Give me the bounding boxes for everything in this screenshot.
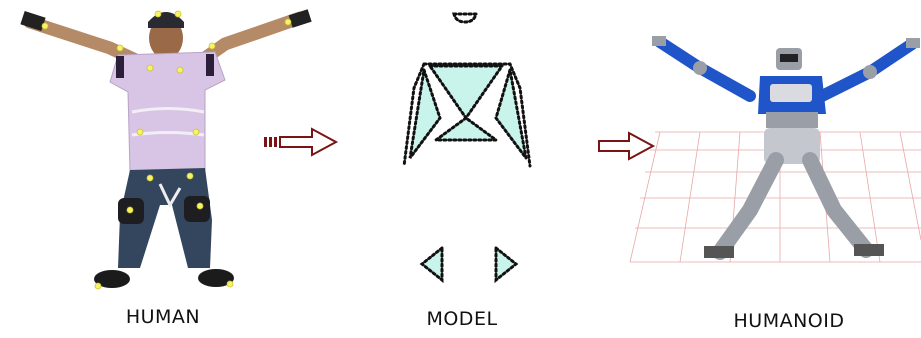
humanoid-robot-image (600, 0, 921, 338)
caption-model: MODEL (426, 308, 498, 330)
caption-human: HUMAN (125, 306, 201, 328)
right-arrow-icon (598, 131, 656, 161)
human-figure-image (0, 0, 330, 338)
right-arrow-icon (264, 127, 339, 157)
model-skeleton-diagram (380, 0, 570, 338)
caption-humanoid: HUMANOID (733, 310, 845, 332)
